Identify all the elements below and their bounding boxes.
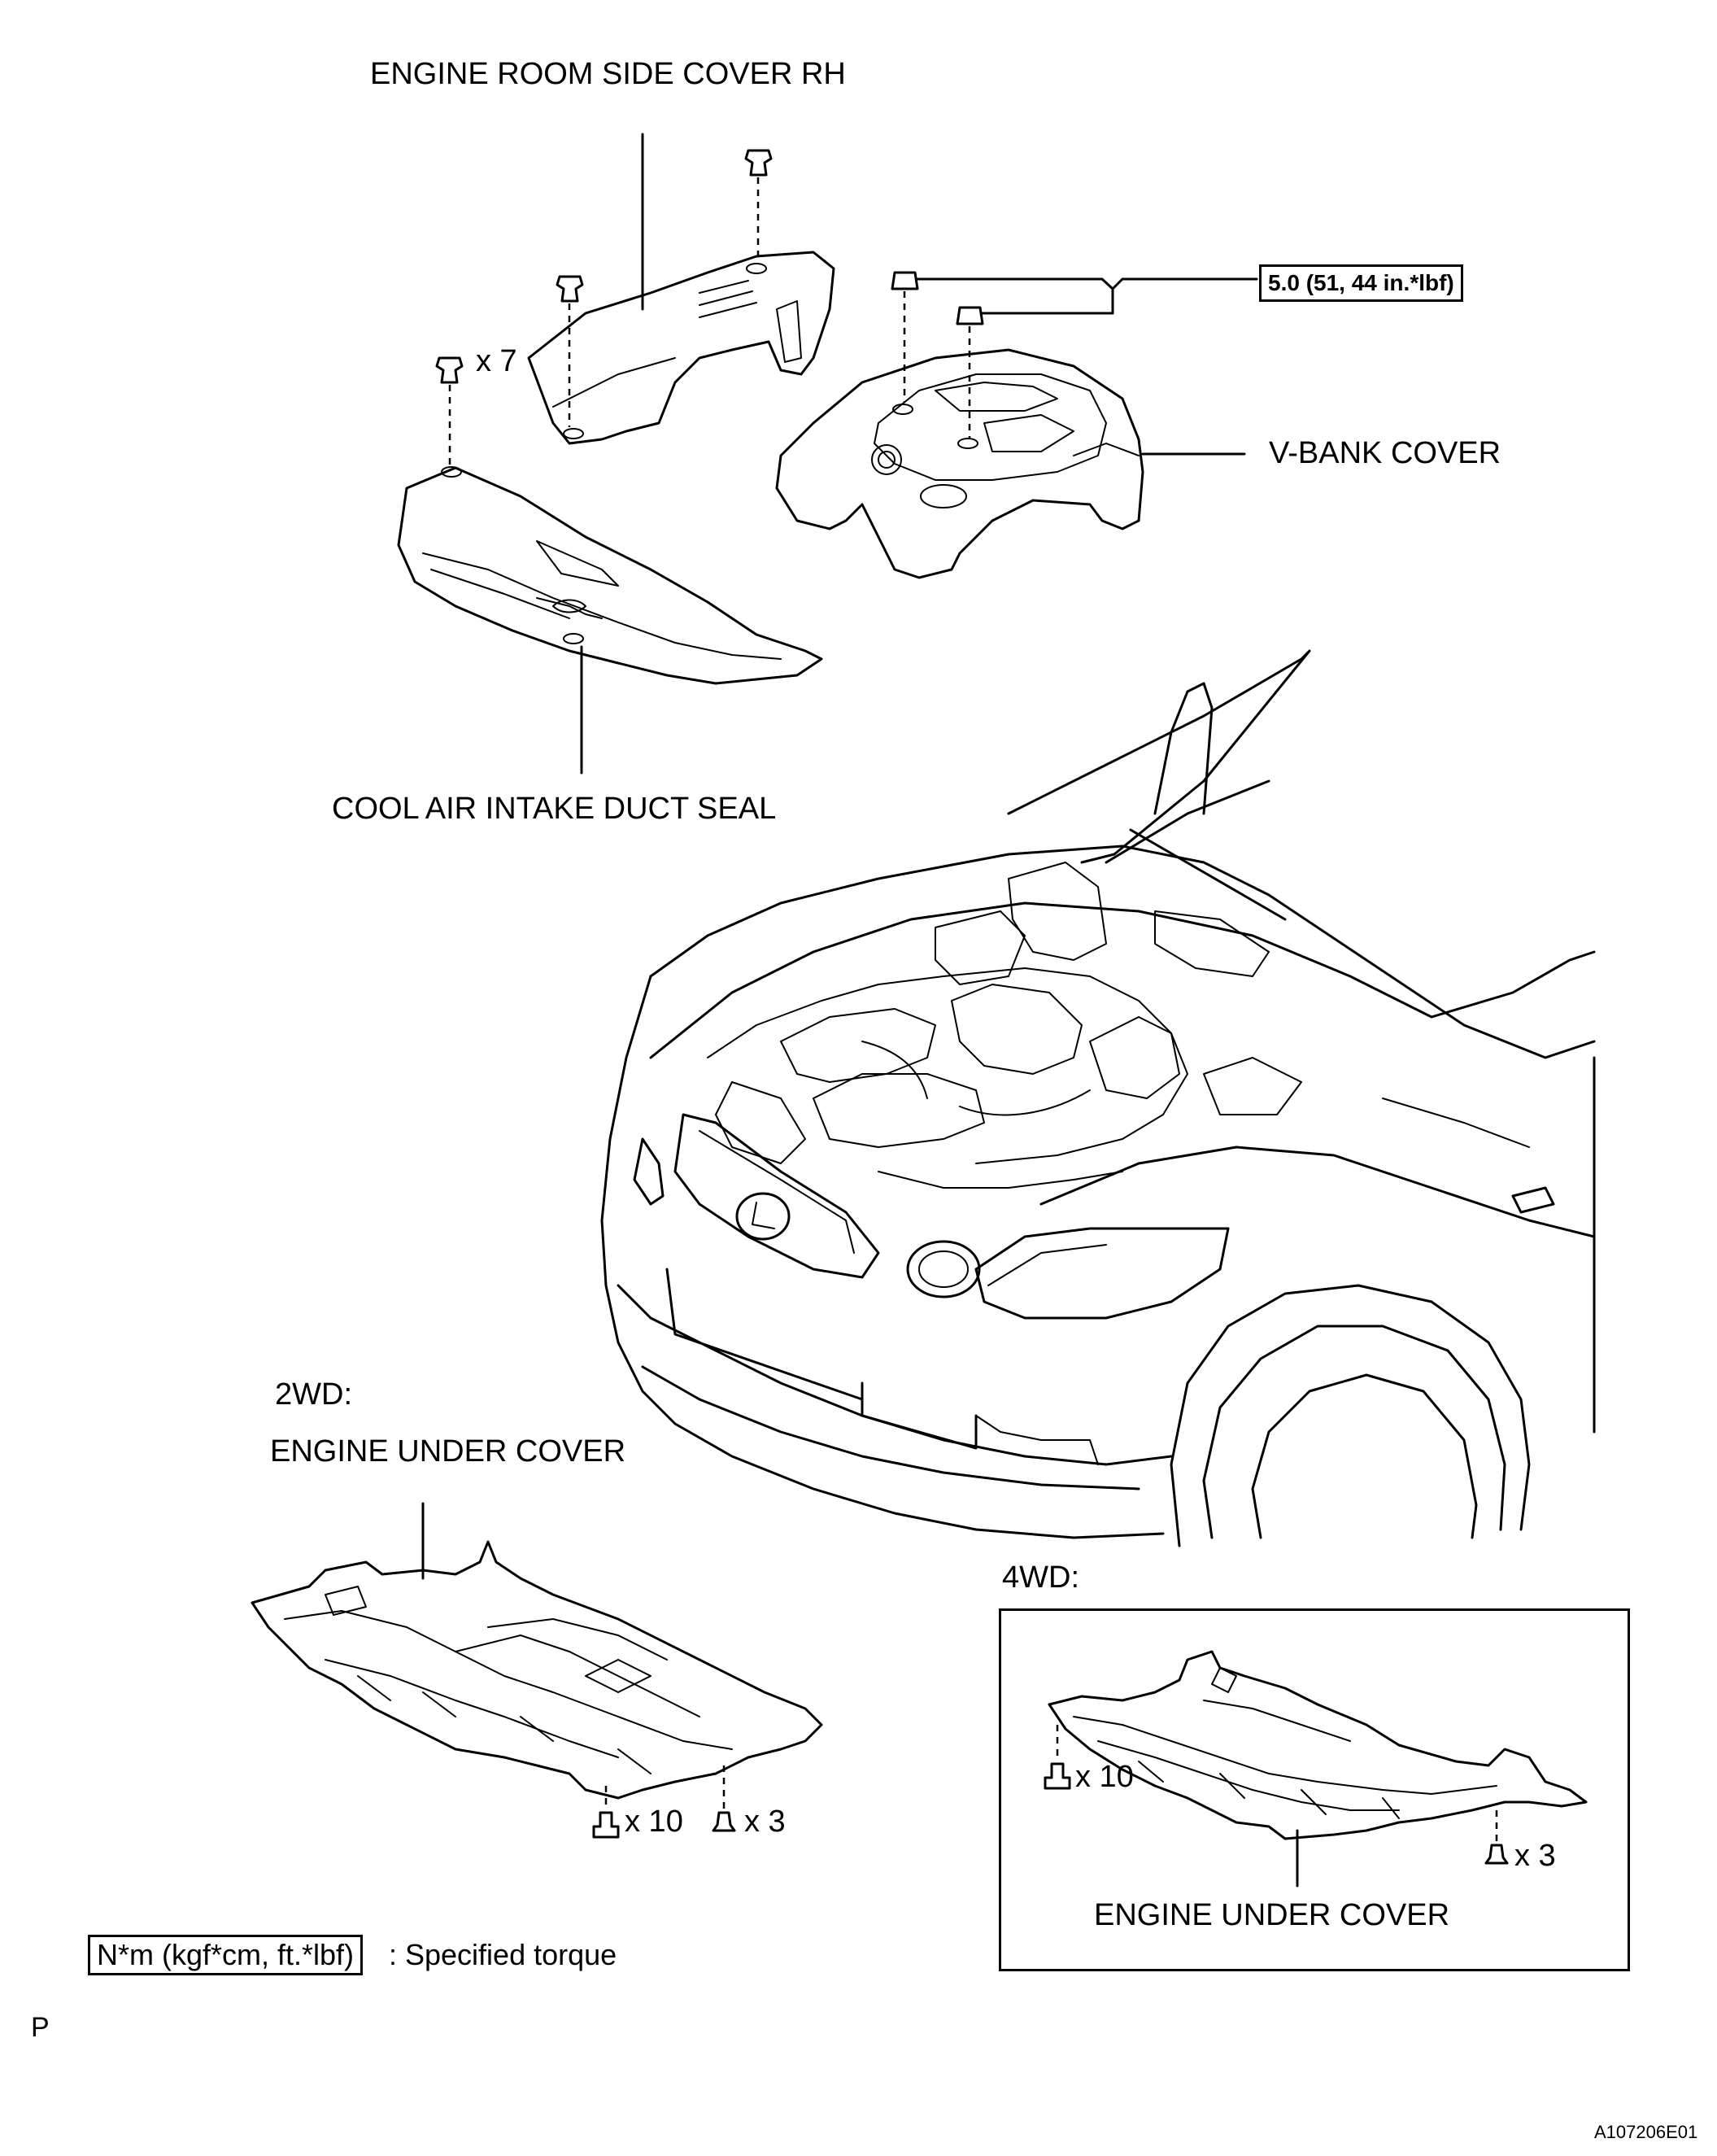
- engine-under-cover-2wd-label: ENGINE UNDER COVER: [270, 1434, 626, 1469]
- engine-room-side-cover-part: [527, 251, 835, 445]
- quantity-4wd-x3-label: x 3: [1514, 1839, 1556, 1873]
- 2wd-label: 2WD:: [275, 1377, 352, 1412]
- bolt-icon: [1044, 1725, 1509, 1865]
- torque-legend-description: : Specified torque: [389, 1938, 617, 1971]
- torque-legend-unit-box: N*m (kgf*cm, ft.*lbf): [88, 1935, 364, 1975]
- quantity-4wd-x10-label: x 10: [1075, 1760, 1134, 1794]
- v-bank-cover-label: V-BANK COVER: [1269, 436, 1501, 470]
- 4wd-inset-frame: [999, 1608, 1630, 1971]
- torque-spec-box: 5.0 (51, 44 in.*lbf): [1259, 264, 1463, 302]
- engine-room-side-cover-label: ENGINE ROOM SIDE COVER RH: [370, 57, 846, 91]
- quantity-2wd-x3-label: x 3: [744, 1805, 786, 1839]
- cool-air-intake-duct-seal-part: [397, 466, 823, 685]
- v-bank-cover-part: [775, 348, 1144, 579]
- engine-under-cover-4wd-part: [1048, 1650, 1588, 1840]
- cool-air-intake-duct-seal-label: COOL AIR INTAKE DUCT SEAL: [332, 792, 777, 826]
- bolt-icon: [592, 1765, 736, 1839]
- quantity-2wd-x10-label: x 10: [625, 1805, 683, 1839]
- page-letter: P: [31, 2012, 50, 2043]
- figure-code: A107206E01: [1594, 2122, 1698, 2142]
- engine-under-cover-2wd-part: [251, 1540, 823, 1800]
- engine-under-cover-4wd-label: ENGINE UNDER COVER: [1094, 1898, 1450, 1932]
- clip-fastener-icon: [435, 149, 984, 468]
- quantity-x7-label: x 7: [476, 344, 517, 378]
- vehicle-front-drawing: [600, 649, 1596, 1547]
- 4wd-label: 4WD:: [1002, 1560, 1079, 1595]
